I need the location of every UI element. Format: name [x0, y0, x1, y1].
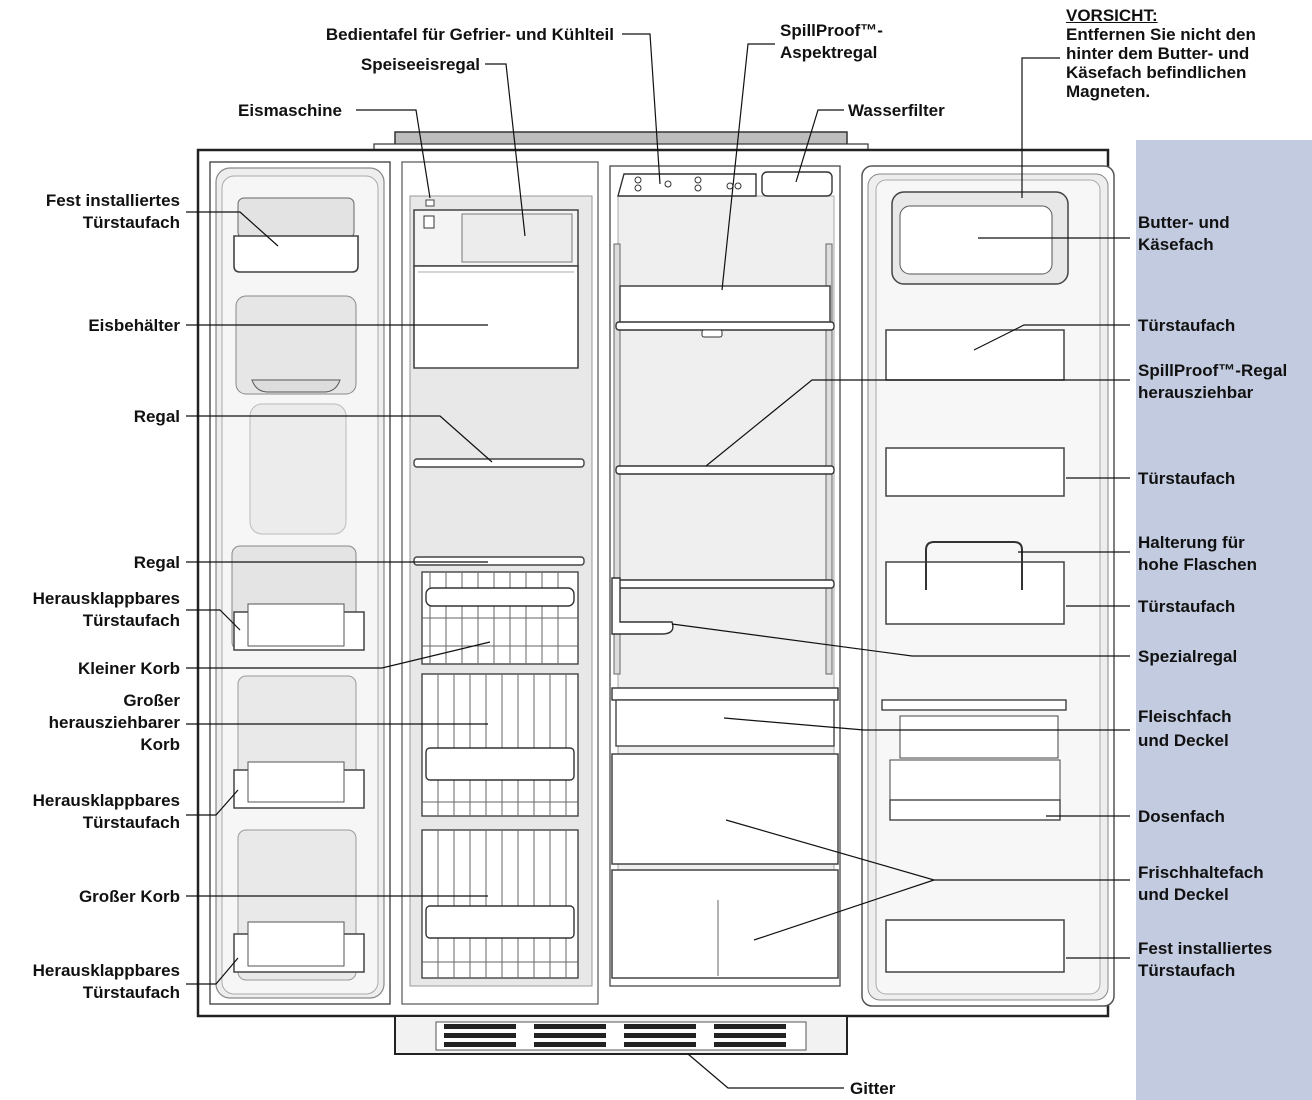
label-flip-bin-2-a: Herausklappbares	[33, 791, 180, 810]
label-shelf-2: Regal	[134, 553, 180, 572]
label-fixed-door-bin-top-1: Fest installiertes	[46, 191, 180, 210]
caution-note: VORSICHT: Entfernen Sie nicht den hinter…	[1066, 6, 1306, 101]
freezer-compartment	[401, 161, 599, 1005]
label-control-panel: Bedientafel für Gefrier- und Kühlteil	[326, 25, 614, 44]
label-meat-2: und Deckel	[1138, 731, 1229, 750]
label-water-filter: Wasserfilter	[848, 101, 945, 120]
freezer-door	[209, 161, 391, 1005]
label-tall-bottle-2: hohe Flaschen	[1138, 555, 1257, 574]
label-flip-bin-1-b: Türstaufach	[83, 611, 180, 630]
label-crisper-2: und Deckel	[1138, 885, 1229, 904]
label-door-bin-3: Türstaufach	[1138, 597, 1235, 616]
caution-text: Entfernen Sie nicht den hinter dem Butte…	[1066, 25, 1256, 101]
side-panel-background	[1136, 140, 1312, 1100]
label-spillproof-aspekt-2: Aspektregal	[780, 43, 877, 62]
label-large-pullout-3: Korb	[140, 735, 180, 754]
callout-labels: Bedientafel für Gefrier- und Kühlteil Sp…	[33, 21, 1288, 1098]
label-butter-1: Butter- und	[1138, 213, 1230, 232]
label-butter-2: Käsefach	[1138, 235, 1214, 254]
label-special-shelf: Spezialregal	[1138, 647, 1237, 666]
label-tall-bottle-1: Halterung für	[1138, 533, 1245, 552]
label-flip-bin-1-a: Herausklappbares	[33, 589, 180, 608]
label-ice-cream-shelf: Speiseeisregal	[361, 55, 480, 74]
leader-lines	[186, 33, 1130, 1089]
label-large-pullout-1: Großer	[123, 691, 180, 710]
label-fixed-door-bin-bottom-1: Fest installiertes	[1138, 939, 1272, 958]
label-flip-bin-3-a: Herausklappbares	[33, 961, 180, 980]
caution-title: VORSICHT:	[1066, 6, 1158, 25]
label-large-pullout-2: herausziehbarer	[49, 713, 181, 732]
label-meat-1: Fleischfach	[1138, 707, 1232, 726]
label-fixed-door-bin-bottom-2: Türstaufach	[1138, 961, 1235, 980]
label-spillproof-slide-1: SpillProof™-Regal	[1138, 361, 1287, 380]
label-door-bin-1: Türstaufach	[1138, 316, 1235, 335]
label-spillproof-slide-2: herausziehbar	[1138, 383, 1254, 402]
label-flip-bin-2-b: Türstaufach	[83, 813, 180, 832]
label-crisper-1: Frischhaltefach	[1138, 863, 1264, 882]
label-large-basket: Großer Korb	[79, 887, 180, 906]
label-grille: Gitter	[850, 1079, 896, 1098]
label-can-rack: Dosenfach	[1138, 807, 1225, 826]
base-grille	[394, 1015, 848, 1055]
label-spillproof-aspekt-1: SpillProof™-	[780, 21, 883, 40]
label-fixed-door-bin-top-2: Türstaufach	[83, 213, 180, 232]
fresh-food-compartment	[609, 165, 841, 987]
label-icemaker: Eismaschine	[238, 101, 342, 120]
label-door-bin-2: Türstaufach	[1138, 469, 1235, 488]
label-flip-bin-3-b: Türstaufach	[83, 983, 180, 1002]
label-shelf-1: Regal	[134, 407, 180, 426]
label-small-basket: Kleiner Korb	[78, 659, 180, 678]
label-ice-bin: Eisbehälter	[88, 316, 180, 335]
